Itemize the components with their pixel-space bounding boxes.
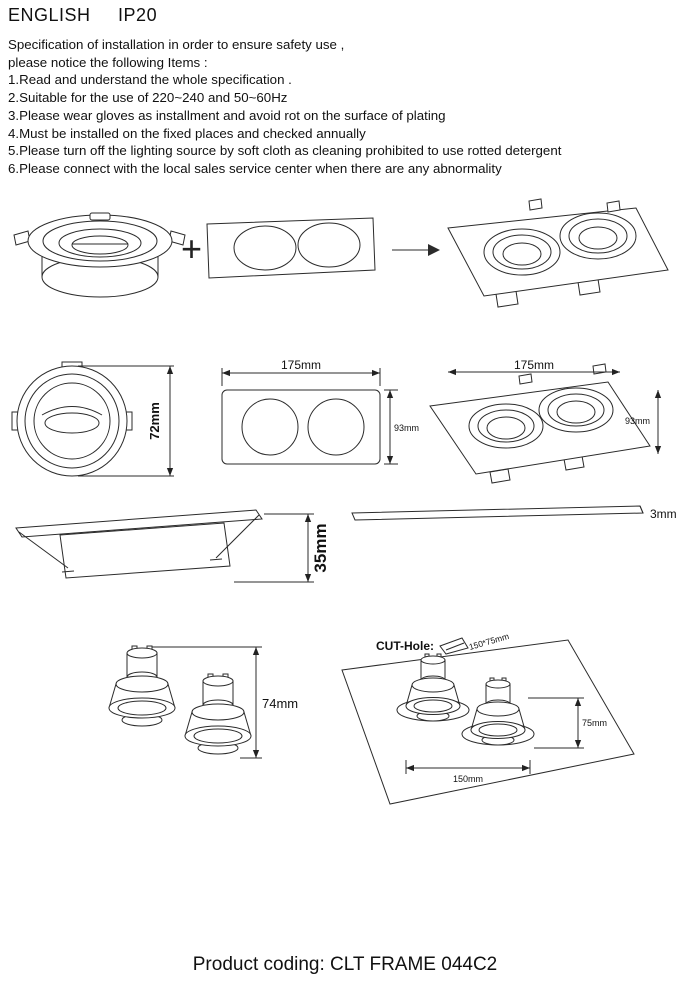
- dim-label-75mm: 75mm: [582, 718, 607, 728]
- page-title: ENGLISH IP20: [8, 5, 157, 26]
- dim-label-74mm: 74mm: [262, 696, 298, 711]
- drawing-fixtures-with-lamps: 74mm: [108, 645, 298, 759]
- drawing-side-view: 35mm: [15, 509, 330, 583]
- dim-label-35mm: 35mm: [311, 523, 330, 572]
- dim-label-72mm: 72mm: [147, 402, 162, 440]
- specification-text: Specification of installation in order t…: [8, 36, 686, 178]
- gu10-module: [470, 677, 526, 746]
- spec-item: 6.Please connect with the local sales se…: [8, 160, 502, 176]
- drawing-plate-perspective: [206, 217, 376, 279]
- drawing-ring-perspective: [13, 212, 186, 298]
- drawing-assembled-perspective: [447, 198, 669, 308]
- dim-label-93mm: 93mm: [625, 416, 650, 426]
- drawing-thin-plate: 3mm: [351, 505, 677, 521]
- spec-item: 1.Read and understand the whole specific…: [8, 72, 292, 88]
- drawing-ring-front-view: 72mm: [11, 361, 174, 477]
- dim-label-150mm: 150mm: [453, 774, 483, 784]
- spec-item: 2.Suitable for the use of 220~240 and 50…: [8, 90, 288, 106]
- cut-hole-label: CUT-Hole:: [376, 639, 434, 653]
- drawing-assembled-front-view: 175mm 93mm: [429, 358, 662, 484]
- spec-intro-line: Specification of installation in order t…: [8, 37, 345, 52]
- spec-intro-line: please notice the following Items :: [8, 54, 208, 70]
- arrow-right-icon: [392, 244, 440, 256]
- product-coding: Product coding: CLT FRAME 044C2: [192, 954, 498, 975]
- drawing-cut-hole-diagram: CUT-Hole: 150*75mm 75mm 150mm: [341, 631, 635, 805]
- spec-item: 5.Please turn off the lighting source by…: [8, 143, 562, 159]
- gu10-module: [184, 673, 252, 755]
- spec-item: 3.Please wear gloves as installment and …: [8, 107, 446, 123]
- spec-item: 4.Must be installed on the fixed places …: [8, 125, 366, 141]
- drawing-plate-front-view: 175mm 93mm: [221, 358, 419, 465]
- gu10-module: [405, 653, 461, 722]
- title-ip-rating: IP20: [118, 5, 158, 25]
- dim-label-175mm: 175mm: [281, 358, 321, 372]
- gu10-module: [108, 645, 176, 727]
- dim-label-93mm: 93mm: [394, 423, 419, 433]
- plus-symbol: +: [181, 228, 203, 269]
- title-language: ENGLISH: [8, 5, 91, 25]
- dim-label-175mm: 175mm: [514, 358, 554, 372]
- dim-label-3mm: 3mm: [650, 507, 677, 521]
